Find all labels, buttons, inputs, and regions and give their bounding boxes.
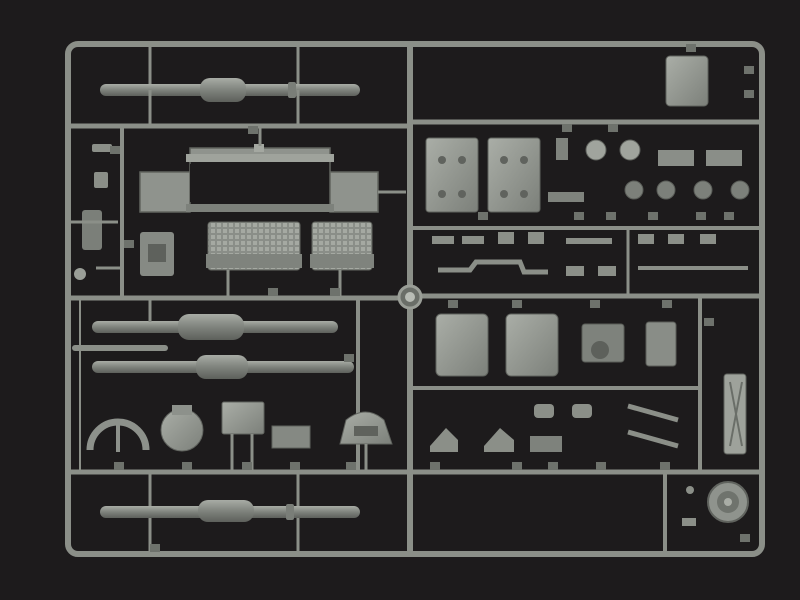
hull-frame-part [139,128,406,213]
barrel-part-top [100,78,360,126]
sprue-gate [397,284,423,310]
side-panels [435,313,747,455]
small-fittings-right [432,232,748,276]
brackets-lower-right [430,403,679,452]
road-wheels [548,138,750,202]
turret-ring-parts [86,401,393,470]
idler-wheel [682,481,749,526]
barrel-parts-middle [72,300,354,379]
hatch-plates [425,55,709,213]
part-number-tags [110,44,754,552]
small-parts-left [70,144,174,280]
sprue-frame [65,41,765,557]
barrel-part-bottom [100,500,360,522]
grille-parts [206,221,374,298]
